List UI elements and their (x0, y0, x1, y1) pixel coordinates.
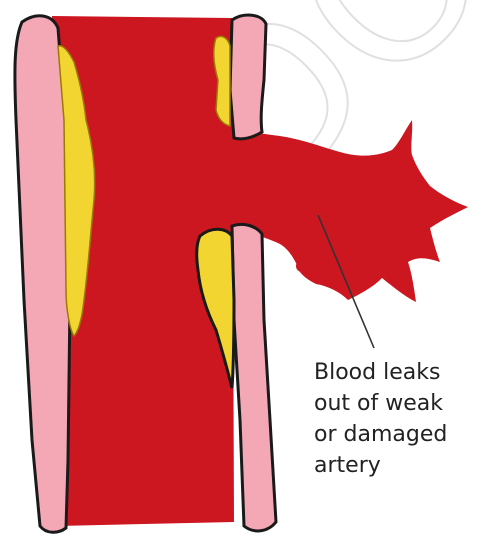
caption-line-3: or damaged (314, 419, 480, 450)
caption-line-1: Blood leaks (314, 357, 480, 388)
right-wall-lower (232, 224, 276, 531)
leak-caption: Blood leaks out of weak or damaged arter… (314, 357, 480, 481)
caption-line-2: out of weak (314, 388, 480, 419)
blood-drip (296, 260, 308, 272)
right-wall-upper (230, 15, 266, 139)
caption-line-4: artery (314, 450, 480, 481)
